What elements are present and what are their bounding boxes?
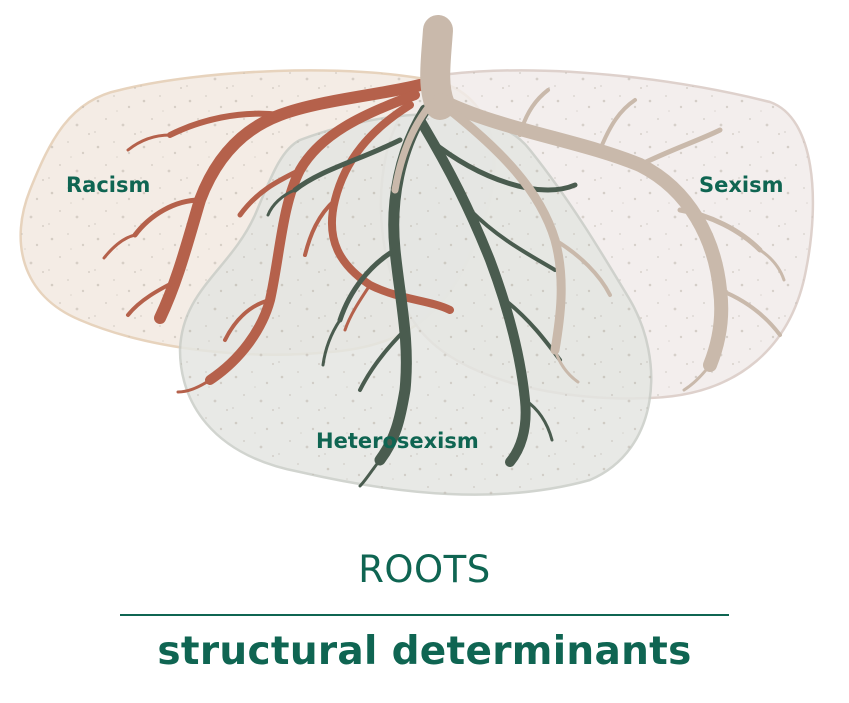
roots-diagram bbox=[19, 15, 815, 496]
structural-determinants-subheading: structural determinants bbox=[157, 629, 692, 674]
heterosexism-label: Heterosexism bbox=[316, 429, 479, 453]
sexism-roots bbox=[391, 15, 786, 392]
heterosexism-region bbox=[178, 113, 653, 496]
sexism-label: Sexism bbox=[699, 173, 784, 197]
racism-label: Racism bbox=[66, 173, 151, 197]
racism-roots bbox=[102, 79, 454, 394]
heading-divider bbox=[120, 614, 729, 616]
roots-heading: ROOTS bbox=[358, 548, 491, 591]
